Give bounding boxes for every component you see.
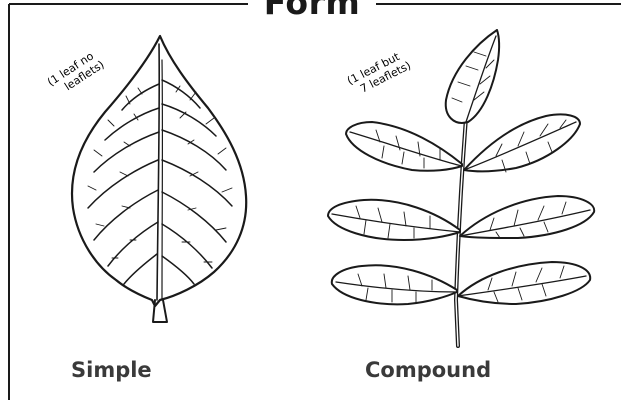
leaflet-left-middle	[328, 200, 460, 240]
leaflet-right-middle	[460, 196, 594, 238]
simple-leaf-label: Simple	[71, 358, 152, 382]
leaflet-right-upper	[464, 114, 580, 172]
compound-leaf-label: Compound	[365, 358, 491, 382]
leaflet-right-lower	[458, 262, 590, 304]
terminal-leaflet	[446, 30, 499, 123]
leaflet-left-upper	[346, 122, 462, 171]
leaflet-left-lower	[332, 265, 457, 304]
